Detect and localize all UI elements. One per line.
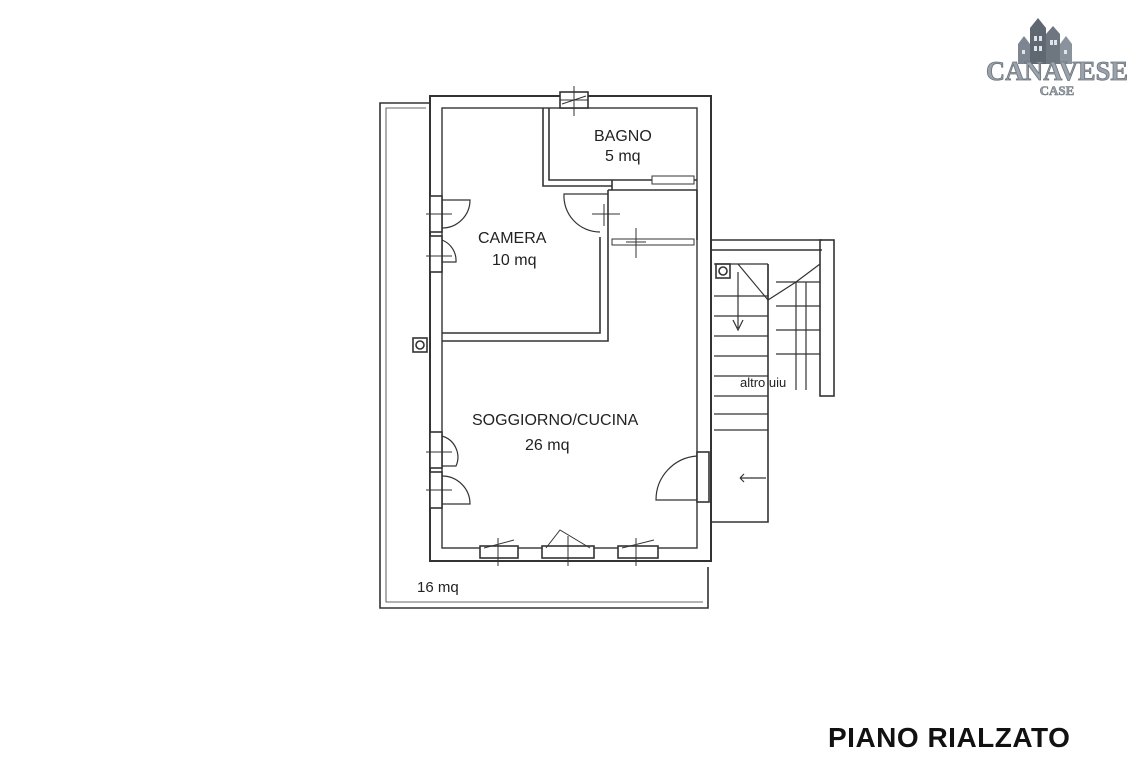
camera-wall-inner [442,190,609,342]
window-camera-2 [429,235,443,273]
door-swing-soggiorno-1 [441,435,459,467]
door-entrance-swing [655,455,698,501]
window-bottom-2-mark [545,529,591,566]
flue-stair-circle [718,266,728,276]
window-bottom-1 [479,545,519,559]
flue-stair [715,263,731,279]
bagno-wall-inner [548,108,697,181]
stair-note: altro uiu [740,375,786,390]
bagno-wall [542,108,612,187]
door-swing-camera-1 [441,199,471,229]
door-corridor-mark [626,228,646,258]
terrace-area: 16 mq [417,579,459,596]
room-name-bagno: BAGNO [594,128,652,145]
door-swing-soggiorno-2 [441,475,471,505]
logo-sub: CASE [1040,83,1075,98]
door-camera [563,193,608,233]
canavese-case-logo: CANAVESE CASE [986,18,1128,98]
floor-title: PIANO RIALZATO [828,722,1071,753]
terrace-inner [385,107,703,603]
houses-icon [1018,18,1072,64]
window-bagno-mark [560,86,588,116]
stair-outline [711,239,822,523]
flue-left [412,337,428,353]
window-bottom-3-mark [621,538,655,566]
window-bagno-2 [651,175,695,185]
terrace-outline [379,102,709,609]
camera-wall [442,237,601,334]
door-entrance [696,451,710,503]
room-area-soggiorno: 26 mq [525,437,569,454]
stair-arrow-down [732,272,744,332]
door-corridor [611,238,695,246]
room-area-bagno: 5 mq [605,148,641,165]
exterior-wall-inner [441,107,698,549]
stair-steps [714,263,821,431]
window-soggiorno-1 [429,431,443,469]
room-name-soggiorno: SOGGIORNO/CUCINA [472,412,639,429]
window-bottom-1-mark [483,538,515,566]
room-name-camera: CAMERA [478,230,547,247]
stair-rail [819,239,835,397]
room-area-camera: 10 mq [492,252,536,269]
logo-name: CANAVESE [986,56,1128,86]
window-bottom-3 [617,545,659,559]
flue-left-circle [415,340,425,350]
stair-arrow-left [739,473,766,483]
door-camera-mark [592,204,620,226]
exterior-wall [429,95,712,562]
door-swing-camera-2 [441,239,457,263]
